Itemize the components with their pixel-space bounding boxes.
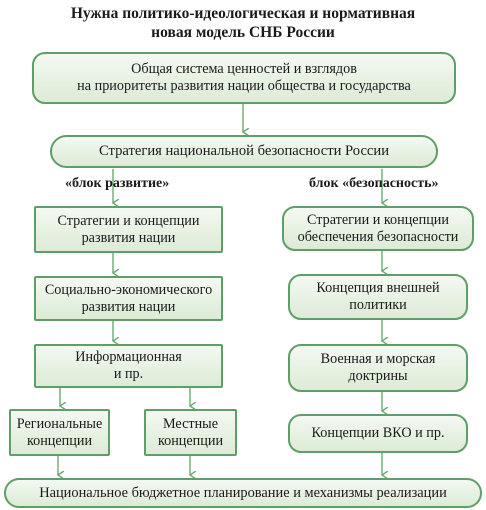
military-naval-doctrine-box: Военная и морская доктрины [288,344,468,392]
strategy-box-text: Стратегия национальной безопасности Росс… [98,143,390,159]
development-strategies-box: Стратегии и концепции развития нации [34,206,223,253]
security-block-label: блок «безопасность» [309,176,439,191]
foreign-policy-concept-box: Концепция внешней политики [288,274,468,320]
information-box: Информационная и пр. [34,344,223,388]
values-box-text: Общая система ценностей и взглядов на пр… [77,61,411,94]
local-concepts-box: Местные концепции [144,409,237,456]
security-strategies-box: Стратегии и концепции обеспечения безопа… [282,206,474,251]
diagram-title-text: Нужна политико-идеологическая и норматив… [70,5,416,41]
values-box: Общая система ценностей и взглядов на пр… [32,52,456,104]
development-block-label: «блок развитие» [65,176,170,191]
diagram-title: Нужна политико-идеологическая и норматив… [0,4,486,42]
budget-planning-box: Национальное бюджетное планирование и ме… [4,478,482,508]
national-security-strategy-box: Стратегия национальной безопасности Росс… [50,135,438,168]
socio-economic-box: Социально-экономического развития нации [34,276,223,321]
aerospace-defense-concepts-box: Концепции ВКО и пр. [288,414,468,453]
regional-concepts-box: Региональные концепции [9,409,110,456]
